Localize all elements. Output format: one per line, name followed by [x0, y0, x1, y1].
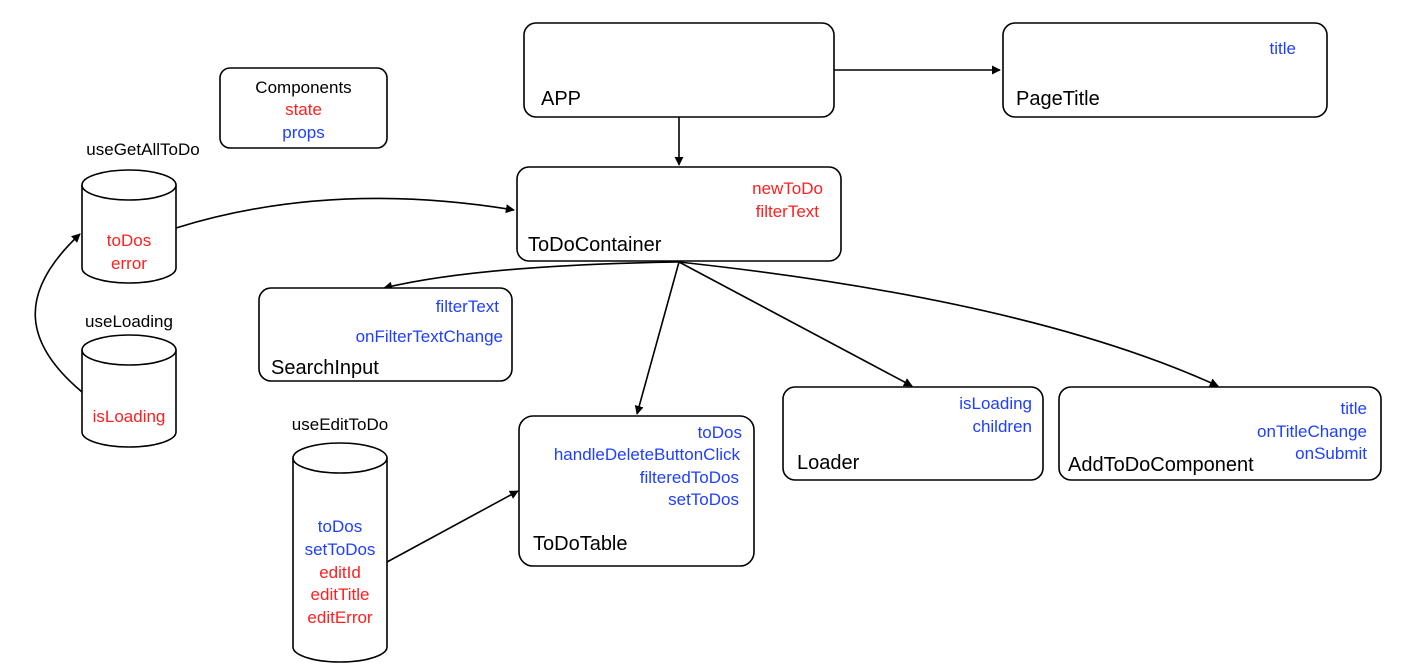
hook-getall-cylinder	[81, 169, 177, 284]
hook-edit-name: useEditToDo	[292, 415, 388, 434]
legend-props: props	[282, 123, 325, 142]
edge-todocontainer-to-loader	[678, 261, 913, 387]
addtodo-label: AddToDoComponent	[1068, 454, 1254, 476]
loader-prop-isloading: isLoading	[959, 394, 1032, 413]
todocontainer-state-newtodo: newToDo	[752, 179, 823, 198]
todotable-prop-handledeletebuttonclick: handleDeleteButtonClick	[554, 445, 741, 464]
addtodo-node: title onTitleChange onSubmit AddToDoComp…	[1058, 386, 1382, 481]
hook-getall-state-error: error	[111, 254, 147, 273]
edge-loading-to-getall	[34, 233, 83, 393]
todotable-label: ToDoTable	[533, 533, 628, 555]
todotable-prop-todos: toDos	[698, 423, 742, 442]
searchinput-node: filterText onFilterTextChange SearchInpu…	[258, 287, 513, 382]
todotable-node: toDos handleDeleteButtonClick filteredTo…	[518, 415, 755, 567]
loader-node: isLoading children Loader	[782, 386, 1044, 481]
hook-getall-state-todos: toDos	[107, 231, 151, 250]
searchinput-prop-filtertext: filterText	[436, 297, 500, 316]
pagetitle-node: title PageTitle	[1002, 22, 1328, 118]
hook-loading-cylinder	[81, 334, 177, 448]
loader-prop-children: children	[972, 417, 1032, 436]
searchinput-label: SearchInput	[271, 357, 379, 379]
edge-todocontainer-to-addtodo	[678, 261, 1219, 387]
hook-edit-prop-todos: toDos	[318, 517, 362, 536]
hook-edit-cylinder	[292, 442, 388, 663]
todocontainer-node: newToDo filterText ToDoContainer	[516, 166, 842, 262]
legend-state: state	[285, 100, 322, 119]
searchinput-prop-onfiltertextchange: onFilterTextChange	[356, 327, 503, 346]
todocontainer-label: ToDoContainer	[528, 234, 662, 256]
todocontainer-state-filtertext: filterText	[756, 202, 820, 221]
app-label: APP	[541, 88, 581, 110]
legend-box: Components state props	[219, 67, 388, 149]
hook-edit-state-editid: editId	[319, 563, 361, 582]
edge-todocontainer-to-searchinput	[383, 261, 680, 291]
pagetitle-prop-title: title	[1270, 39, 1296, 58]
hook-loading-name: useLoading	[85, 312, 173, 331]
pagetitle-label: PageTitle	[1016, 88, 1100, 110]
hook-edit-prop-settodos: setToDos	[305, 540, 376, 559]
addtodo-prop-title: title	[1341, 399, 1367, 418]
edge-getall-to-todocontainer	[175, 197, 515, 229]
addtodo-prop-ontitlechange: onTitleChange	[1257, 422, 1367, 441]
hook-loading-state-isloading: isLoading	[93, 407, 166, 426]
addtodo-prop-onsubmit: onSubmit	[1295, 444, 1367, 463]
edge-todocontainer-to-todotable	[634, 261, 680, 415]
todotable-prop-filteredtodos: filteredToDos	[640, 468, 739, 487]
hook-edit-state-editerror: editError	[307, 608, 373, 627]
legend-title: Components	[255, 78, 351, 97]
hook-edit-state-edittitle: editTitle	[311, 585, 370, 604]
edges	[34, 65, 1219, 563]
edge-edittodo-to-todotable	[386, 490, 519, 563]
hook-getall-name: useGetAllToDo	[86, 140, 199, 159]
todotable-prop-settodos: setToDos	[668, 490, 739, 509]
app-node: APP	[523, 22, 835, 118]
loader-label: Loader	[797, 452, 860, 474]
